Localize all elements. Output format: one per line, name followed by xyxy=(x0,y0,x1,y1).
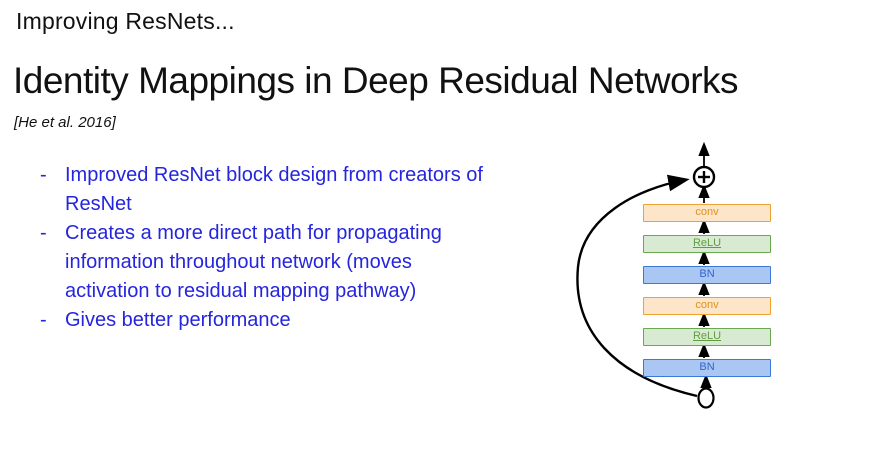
bullet-dash: - xyxy=(40,164,47,186)
bn-block: BN xyxy=(643,266,771,284)
bullet-text: Creates a more direct path for propagati… xyxy=(65,222,442,302)
bullet-text: Gives better performance xyxy=(65,309,291,331)
resnet-block-diagram: conv ReLU BN conv ReLU BN xyxy=(560,135,896,435)
bullet-list: - Improved ResNet block design from crea… xyxy=(40,161,500,335)
bullet-dash: - xyxy=(40,222,47,244)
slide-title: Identity Mappings in Deep Residual Netwo… xyxy=(13,60,739,101)
skip-connection-curve xyxy=(576,174,698,398)
slide-kicker: Improving ResNets... xyxy=(16,8,235,34)
bn-block: BN xyxy=(643,359,771,377)
bullet-dash: - xyxy=(40,309,47,331)
bullet-item: - Gives better performance xyxy=(40,306,500,335)
relu-block: ReLU xyxy=(643,235,771,253)
bullet-text: Improved ResNet block design from creato… xyxy=(65,164,483,215)
citation: [He et al. 2016] xyxy=(14,114,116,131)
conv-block: conv xyxy=(643,297,771,315)
diagram-connectors xyxy=(576,141,716,409)
bullet-item: - Improved ResNet block design from crea… xyxy=(40,161,500,219)
conv-block: conv xyxy=(643,204,771,222)
input-node-circle xyxy=(697,387,715,409)
relu-block: ReLU xyxy=(643,328,771,346)
bullet-item: - Creates a more direct path for propaga… xyxy=(40,219,500,306)
